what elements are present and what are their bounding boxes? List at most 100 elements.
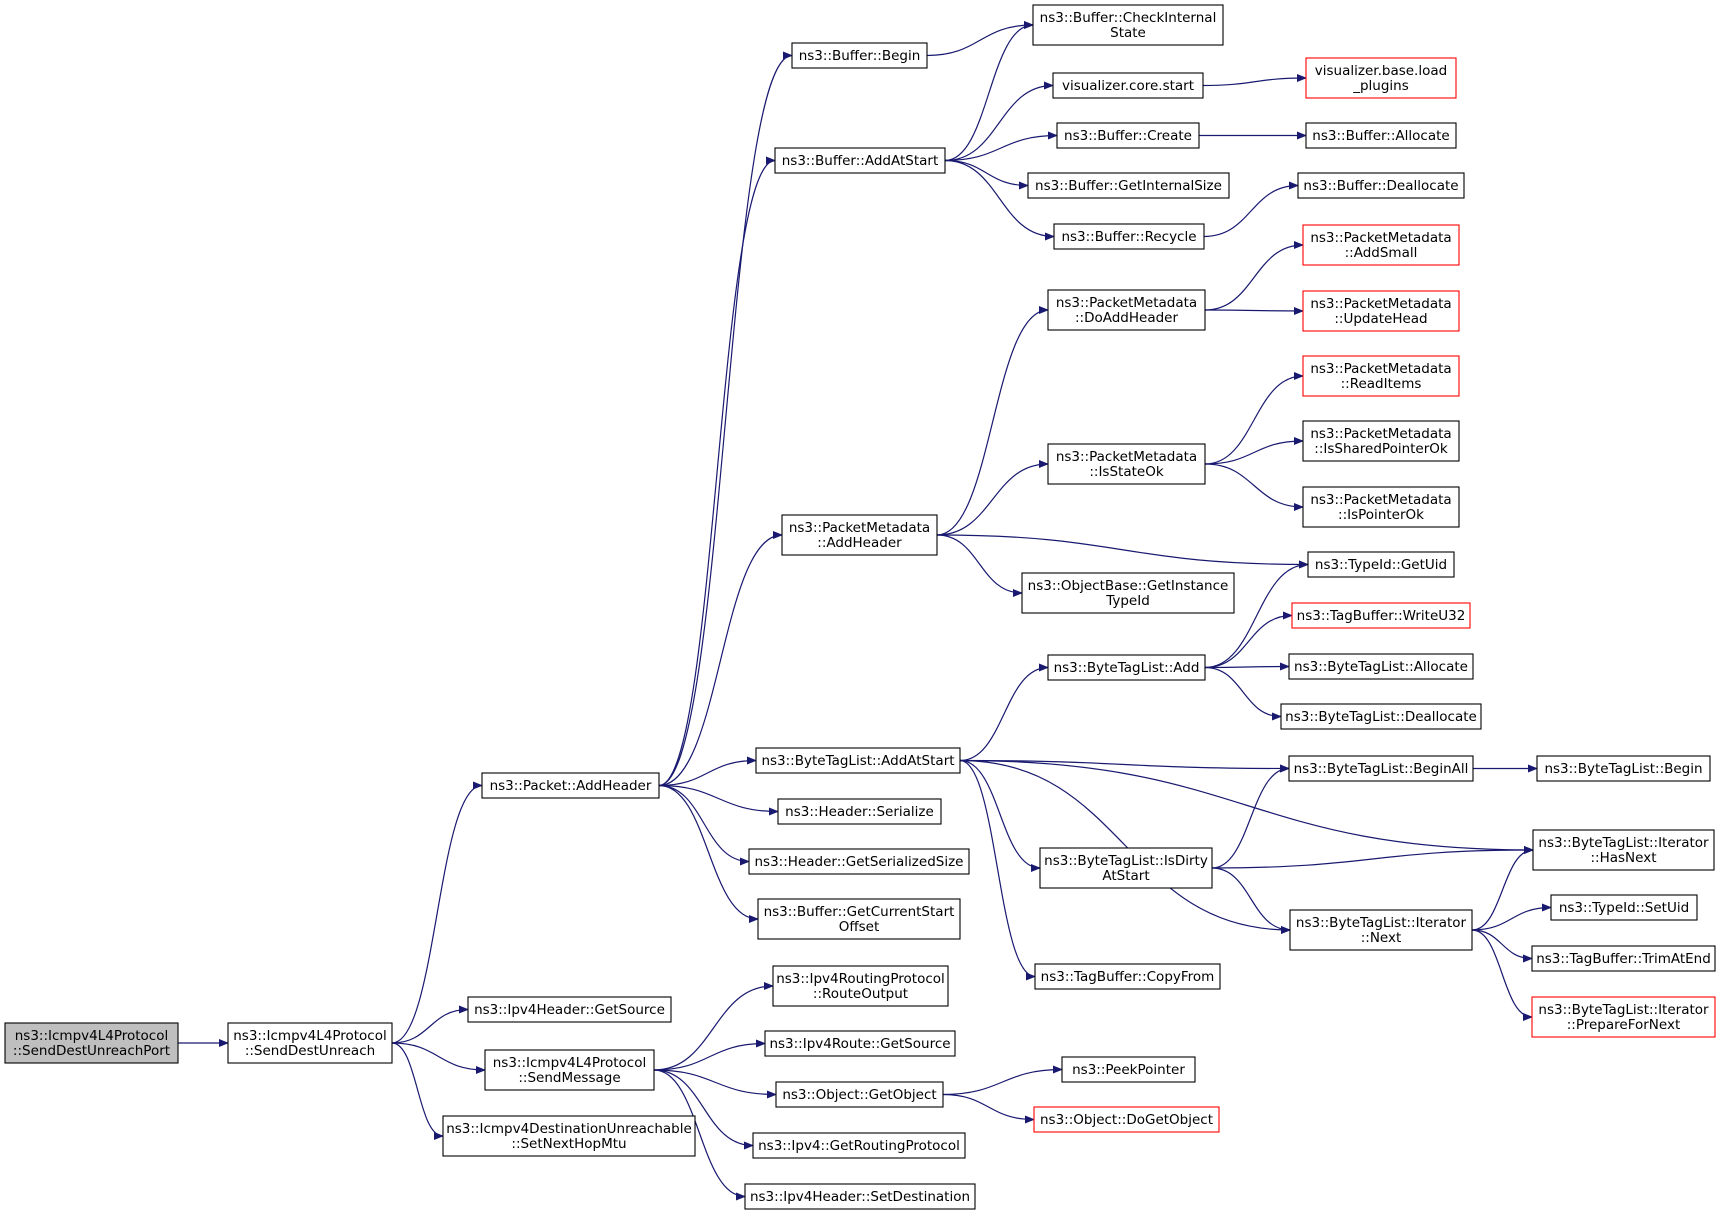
- node-box: [1280, 703, 1482, 730]
- edge-n1-to-n4: [391, 1042, 486, 1074]
- node-ns3-packetmetadata-ispointerok[interactable]: ns3::PacketMetadata::IsPointerOk: [1302, 486, 1460, 528]
- node-ns3-packetmetadata-doaddheader[interactable]: ns3::PacketMetadata::DoAddHeader: [1047, 289, 1206, 331]
- node-ns3-bytetaglist-iterator-preparefornext[interactable]: ns3::ByteTagList::Iterator::PrepareForNe…: [1531, 996, 1716, 1038]
- node-label-line: ::PrepareForNext: [1567, 1017, 1681, 1033]
- edge-n1-to-n3: [391, 1005, 469, 1044]
- node-label-line: ns3::Icmpv4L4Protocol: [15, 1028, 169, 1044]
- node-ns3-buffer-begin[interactable]: ns3::Buffer::Begin: [791, 42, 928, 69]
- node-ns3-tagbuffer-copyfrom[interactable]: ns3::TagBuffer::CopyFrom: [1034, 963, 1221, 990]
- node-box: [1302, 486, 1460, 528]
- node-box: [1307, 551, 1455, 578]
- node-label-line: ns3::PacketMetadata: [1310, 230, 1451, 246]
- node-ns3-bytetaglist-addatstart[interactable]: ns3::ByteTagList::AddAtStart: [755, 747, 961, 774]
- node-ns3-typeid-getuid[interactable]: ns3::TypeId::GetUid: [1307, 551, 1455, 578]
- node-label-line: ns3::TagBuffer::TrimAtEnd: [1536, 951, 1711, 967]
- node-ns3-packetmetadata-issharedpointerok[interactable]: ns3::PacketMetadata::IsSharedPointerOk: [1302, 420, 1460, 462]
- node-ns3-peekpointer[interactable]: ns3::PeekPointer: [1061, 1056, 1196, 1083]
- node-ns3-buffer-getinternalsize[interactable]: ns3::Buffer::GetInternalSize: [1027, 172, 1230, 199]
- edge-n4-to-n17: [653, 1069, 746, 1201]
- node-label-line: ns3::Header::Serialize: [785, 804, 934, 820]
- node-label-line: ns3::PacketMetadata: [1056, 295, 1197, 311]
- node-ns3-icmpv4l4protocol-sendmessage[interactable]: ns3::Icmpv4L4Protocol::SendMessage: [484, 1049, 655, 1091]
- node-visualizer-core-start[interactable]: visualizer.core.start: [1052, 72, 1204, 99]
- node-box: [755, 747, 961, 774]
- node-ns3-ipv4route-getsource[interactable]: ns3::Ipv4Route::GetSource: [764, 1030, 956, 1057]
- node-box: [484, 1049, 655, 1091]
- node-box: [1032, 4, 1224, 46]
- node-box: [1302, 290, 1460, 332]
- node-ns3-packetmetadata-addheader[interactable]: ns3::PacketMetadata::AddHeader: [781, 514, 938, 556]
- edge-n23-to-n34: [1204, 241, 1304, 311]
- node-visualizer-base-load-plugins[interactable]: visualizer.base.load_plugins: [1305, 57, 1457, 99]
- node-ns3-tagbuffer-trimatend[interactable]: ns3::TagBuffer::TrimAtEnd: [1531, 945, 1716, 972]
- node-ns3-packet-addheader[interactable]: ns3::Packet::AddHeader: [481, 772, 660, 799]
- node-ns3-ipv4header-getsource[interactable]: ns3::Ipv4Header::GetSource: [467, 996, 672, 1023]
- node-label-line: TypeId: [1105, 593, 1150, 609]
- node-box: [1531, 945, 1716, 972]
- node-ns3-bytetaglist-allocate[interactable]: ns3::ByteTagList::Allocate: [1288, 653, 1474, 680]
- edge-n24-to-n38: [1204, 463, 1304, 511]
- node-label-line: ns3::Header::GetSerializedSize: [755, 854, 964, 870]
- node-label-line: ::SendDestUnreachPort: [13, 1043, 170, 1059]
- node-ns3-buffer-deallocate[interactable]: ns3::Buffer::Deallocate: [1297, 172, 1465, 199]
- node-ns3-buffer-recycle[interactable]: ns3::Buffer::Recycle: [1053, 223, 1205, 250]
- node-label-line: ns3::Icmpv4L4Protocol: [493, 1055, 647, 1071]
- node-ns3-packetmetadata-isstateok[interactable]: ns3::PacketMetadata::IsStateOk: [1047, 443, 1206, 485]
- edge-n9-to-n28: [959, 759, 1036, 981]
- node-ns3-packetmetadata-readitems[interactable]: ns3::PacketMetadata::ReadItems: [1302, 355, 1460, 397]
- node-label-line: ns3::Icmpv4L4Protocol: [233, 1028, 387, 1044]
- node-ns3-tagbuffer-writeu32[interactable]: ns3::TagBuffer::WriteU32: [1291, 602, 1471, 629]
- node-ns3-typeid-setuid[interactable]: ns3::TypeId::SetUid: [1550, 894, 1698, 921]
- node-ns3-bytetaglist-beginall[interactable]: ns3::ByteTagList::BeginAll: [1288, 755, 1474, 782]
- edge-n19-to-n31: [1202, 74, 1307, 87]
- edge-n44-to-n49: [1471, 929, 1533, 1021]
- node-label-line: ns3::Buffer::Recycle: [1061, 229, 1196, 245]
- node-ns3-buffer-allocate[interactable]: ns3::Buffer::Allocate: [1305, 122, 1457, 149]
- node-ns3-buffer-addatstart[interactable]: ns3::Buffer::AddAtStart: [774, 147, 946, 174]
- node-ns3-bytetaglist-begin[interactable]: ns3::ByteTagList::Begin: [1536, 755, 1711, 782]
- node-ns3-ipv4routingprotocol-routeoutput[interactable]: ns3::Ipv4RoutingProtocol::RouteOutput: [772, 965, 949, 1007]
- edge-n4-to-n15: [653, 1069, 777, 1099]
- node-ns3-icmpv4l4protocol-senddestunreach[interactable]: ns3::Icmpv4L4Protocol::SendDestUnreach: [227, 1022, 393, 1064]
- node-ns3-header-getserializedsize[interactable]: ns3::Header::GetSerializedSize: [748, 848, 970, 875]
- node-label-line: visualizer.core.start: [1062, 78, 1194, 94]
- node-ns3-bytetaglist-iterator-hasnext[interactable]: ns3::ByteTagList::Iterator::HasNext: [1532, 829, 1715, 871]
- node-ns3-object-dogetobject[interactable]: ns3::Object::DoGetObject: [1033, 1106, 1220, 1133]
- node-label-line: ns3::ByteTagList::Allocate: [1294, 659, 1468, 675]
- node-box: [1531, 996, 1716, 1038]
- node-box: [1053, 223, 1205, 250]
- node-label-line: ns3::ByteTagList::Deallocate: [1285, 709, 1477, 725]
- node-box: [1061, 1056, 1196, 1083]
- node-ns3-header-serialize[interactable]: ns3::Header::Serialize: [777, 798, 942, 825]
- node-ns3-bytetaglist-iterator-next[interactable]: ns3::ByteTagList::Iterator::Next: [1289, 909, 1473, 951]
- node-ns3-packetmetadata-addsmall[interactable]: ns3::PacketMetadata::AddSmall: [1302, 224, 1460, 266]
- edge-n4-to-n14: [653, 1039, 766, 1071]
- node-ns3-packetmetadata-updatehead[interactable]: ns3::PacketMetadata::UpdateHead: [1302, 290, 1460, 332]
- node-ns3-object-getobject[interactable]: ns3::Object::GetObject: [775, 1081, 944, 1108]
- node-ns3-ipv4-getroutingprotocol[interactable]: ns3::Ipv4::GetRoutingProtocol: [752, 1132, 966, 1159]
- edge-n26-to-n41: [1204, 662, 1290, 671]
- node-label-line: ::HasNext: [1590, 850, 1656, 866]
- node-ns3-buffer-create[interactable]: ns3::Buffer::Create: [1056, 122, 1200, 149]
- node-box: [1305, 122, 1457, 149]
- edge-n9-to-n26: [959, 663, 1049, 762]
- node-label-line: ns3::ByteTagList::Iterator: [1296, 915, 1467, 931]
- node-ns3-ipv4header-setdestination[interactable]: ns3::Ipv4Header::SetDestination: [744, 1183, 976, 1210]
- node-box: [1047, 654, 1206, 681]
- node-ns3-icmpv4destinationunreachable-setnexthopmtu[interactable]: ns3::Icmpv4DestinationUnreachable::SetNe…: [442, 1115, 696, 1157]
- node-ns3-bytetaglist-add[interactable]: ns3::ByteTagList::Add: [1047, 654, 1206, 681]
- node-label-line: ns3::PacketMetadata: [789, 520, 930, 536]
- edge-n9-to-n43: [959, 759, 1290, 773]
- node-box: [781, 514, 938, 556]
- node-label-line: ::DoAddHeader: [1075, 310, 1178, 326]
- node-box: [1302, 420, 1460, 462]
- edge-n22-to-n33: [1203, 181, 1299, 238]
- edge-n26-to-n40: [1204, 611, 1293, 669]
- node-label-line: ns3::ByteTagList::AddAtStart: [761, 753, 954, 769]
- node-ns3-bytetaglist-deallocate[interactable]: ns3::ByteTagList::Deallocate: [1280, 703, 1482, 730]
- node-ns3-icmpv4l4protocol-senddestunreachport[interactable]: ns3::Icmpv4L4Protocol::SendDestUnreachPo…: [4, 1022, 179, 1064]
